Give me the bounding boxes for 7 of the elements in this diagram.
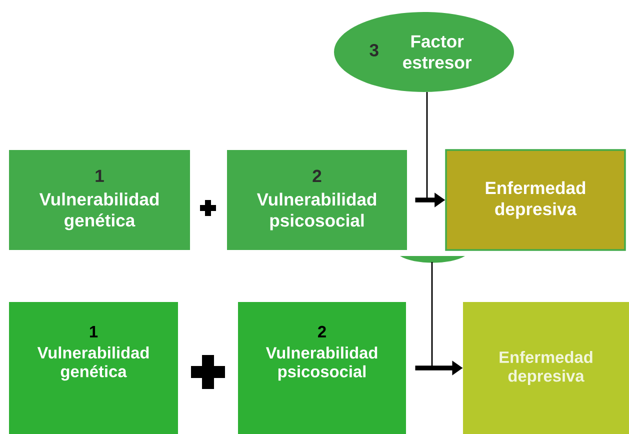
box: 1 Vulnerabilidad genética [9, 150, 190, 250]
box: Enfermedad depresiva [463, 302, 629, 434]
box: 2 Vulnerabilidad psicosocial [238, 302, 406, 434]
box: Enfermedad depresiva [445, 149, 626, 251]
box: 1 Vulnerabilidad genética [9, 302, 178, 434]
ellipse-fragment [400, 256, 465, 263]
box: 2 Vulnerabilidad psicosocial [227, 150, 407, 250]
